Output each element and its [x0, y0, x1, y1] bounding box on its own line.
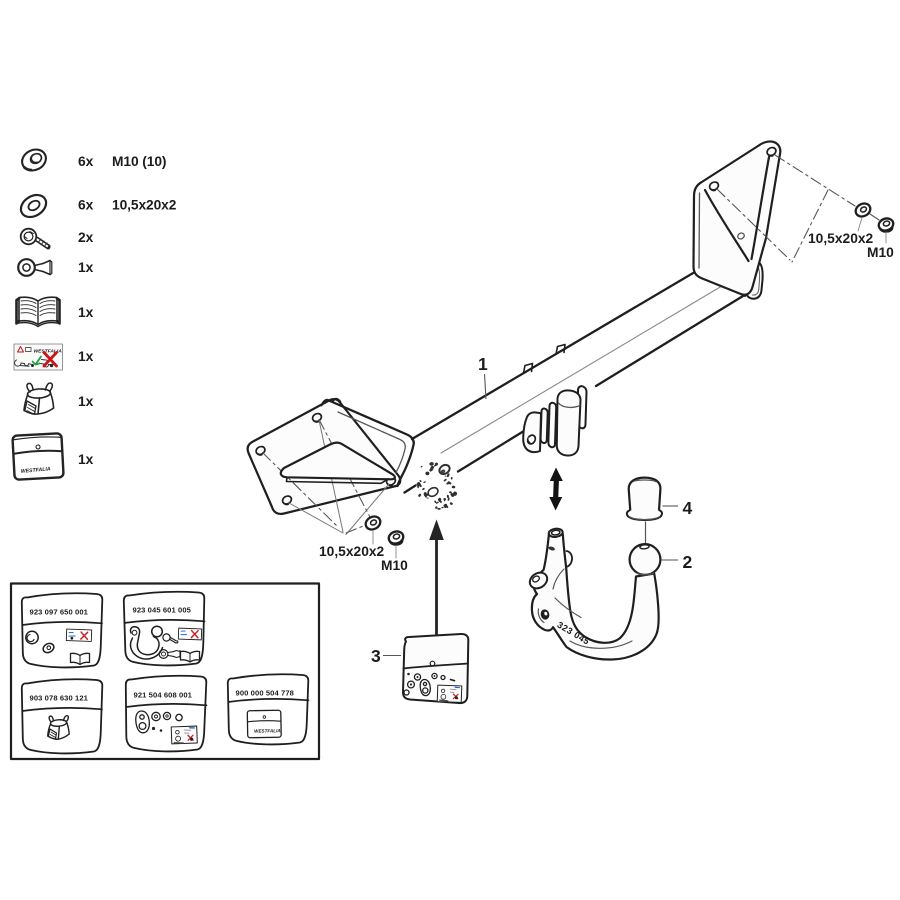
- svg-text:3: 3: [371, 646, 381, 666]
- svg-text:1x: 1x: [78, 260, 94, 275]
- svg-text:921 504 608 001: 921 504 608 001: [134, 691, 193, 700]
- svg-text:1: 1: [478, 354, 488, 374]
- svg-text:6x: 6x: [78, 198, 94, 213]
- svg-text:1x: 1x: [78, 305, 94, 320]
- svg-text:1x: 1x: [78, 394, 94, 409]
- svg-text:10,5x20x2: 10,5x20x2: [319, 544, 385, 559]
- svg-text:M10: M10: [381, 558, 408, 573]
- svg-text:WESTFALIA: WESTFALIA: [254, 728, 281, 733]
- svg-text:4: 4: [683, 498, 693, 518]
- svg-text:10,5x20x2: 10,5x20x2: [112, 198, 177, 213]
- svg-text:900 000 504 778: 900 000 504 778: [236, 689, 295, 698]
- svg-text:WESTFALIA: WESTFALIA: [34, 349, 63, 355]
- svg-text:10,5x20x2: 10,5x20x2: [808, 231, 874, 246]
- svg-text:2x: 2x: [78, 230, 94, 245]
- svg-text:M10 (10): M10 (10): [112, 154, 166, 169]
- svg-text:903 078 630 121: 903 078 630 121: [30, 694, 89, 703]
- svg-text:6x: 6x: [78, 154, 94, 169]
- svg-text:M10: M10: [867, 245, 894, 260]
- svg-text:923 045 601 005: 923 045 601 005: [133, 606, 192, 615]
- svg-text:923 097 650 001: 923 097 650 001: [30, 608, 89, 617]
- svg-text:1x: 1x: [78, 349, 94, 364]
- svg-text:2: 2: [683, 552, 693, 572]
- svg-text:WESTFALIA: WESTFALIA: [21, 466, 52, 475]
- svg-text:1x: 1x: [78, 452, 94, 467]
